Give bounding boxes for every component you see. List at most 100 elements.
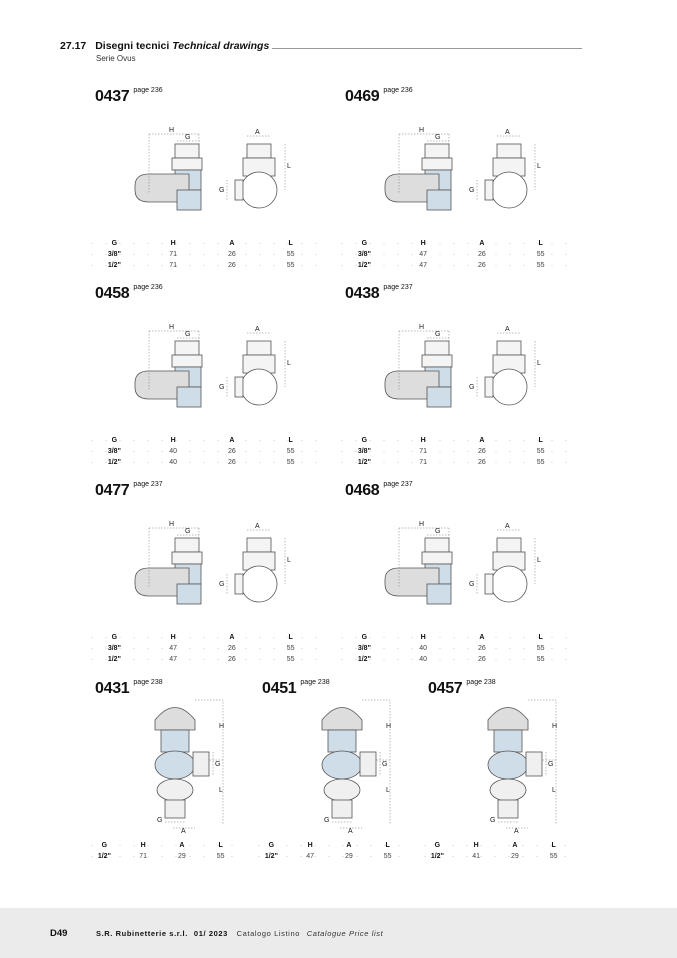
column-header: A <box>346 842 352 849</box>
column-header: A <box>479 634 485 641</box>
table-cell: 71 <box>169 251 178 258</box>
product-code: 0451 <box>262 680 297 697</box>
dimension-label-l: L <box>537 163 541 170</box>
dimension-label-g: G <box>219 384 224 391</box>
dimension-label-l: L <box>537 557 541 564</box>
footer-band <box>0 908 677 958</box>
page-reference[interactable]: page 236 <box>133 284 163 291</box>
table-cell: 1/2" <box>97 853 111 860</box>
dimension-label-l: L <box>552 787 556 794</box>
column-header: L <box>288 634 293 641</box>
table-cell: 3/8" <box>107 448 121 455</box>
dimension-label-g: G <box>435 528 440 535</box>
page-reference[interactable]: page 236 <box>383 87 413 94</box>
table-cell: 55 <box>286 262 295 269</box>
dimension-label-a: A <box>255 326 260 333</box>
table-cell: 26 <box>227 645 236 652</box>
table-cell: 55 <box>286 645 295 652</box>
dimension-label-l: L <box>287 557 291 564</box>
page-reference[interactable]: page 238 <box>300 679 330 686</box>
table-cell: 55 <box>286 448 295 455</box>
page-reference[interactable]: page 237 <box>383 284 413 291</box>
dimension-label-a: A <box>348 828 353 835</box>
table-cell: 26 <box>477 656 486 663</box>
column-header: L <box>218 842 223 849</box>
page-reference[interactable]: page 237 <box>133 481 163 488</box>
dimension-label-l: L <box>386 787 390 794</box>
table-cell: 26 <box>227 459 236 466</box>
table-cell: 55 <box>536 656 545 663</box>
dimension-label-g: G <box>185 134 190 141</box>
column-header: H <box>420 437 426 444</box>
table-cell: 41 <box>472 853 481 860</box>
table-cell: 55 <box>549 853 558 860</box>
table-cell: 47 <box>169 656 178 663</box>
product-code: 0458 <box>95 285 130 302</box>
table-cell: 26 <box>477 645 486 652</box>
column-header: A <box>179 842 185 849</box>
page-reference[interactable]: page 237 <box>383 481 413 488</box>
table-cell: 26 <box>477 262 486 269</box>
column-header: H <box>170 240 176 247</box>
table-cell: 26 <box>477 459 486 466</box>
column-header: L <box>538 437 543 444</box>
table-cell: 40 <box>419 656 428 663</box>
column-header: L <box>538 634 543 641</box>
product-code: 0468 <box>345 482 380 499</box>
product-code: 0477 <box>95 482 130 499</box>
dimension-label-l: L <box>287 163 291 170</box>
dimension-label-h: H <box>169 521 174 528</box>
table-cell: 1/2" <box>357 262 371 269</box>
table-cell: 29 <box>510 853 519 860</box>
dimension-label-h: H <box>552 723 557 730</box>
column-header: L <box>288 240 293 247</box>
product-code: 0437 <box>95 88 130 105</box>
page-reference[interactable]: page 236 <box>133 87 163 94</box>
table-cell: 29 <box>344 853 353 860</box>
table-cell: 40 <box>169 459 178 466</box>
column-header: G <box>361 240 368 247</box>
table-cell: 26 <box>227 251 236 258</box>
column-header: L <box>551 842 556 849</box>
page-reference[interactable]: page 238 <box>466 679 496 686</box>
column-header: A <box>479 437 485 444</box>
dimension-label-h: H <box>169 324 174 331</box>
dimension-label-a: A <box>255 129 260 136</box>
table-cell: 1/2" <box>357 459 371 466</box>
table-cell: 47 <box>306 853 315 860</box>
page-reference[interactable]: page 238 <box>133 679 163 686</box>
footer-text: S.R. Rubinetterie s.r.l.01/ 2023 Catalog… <box>96 929 383 938</box>
table-cell: 47 <box>169 645 178 652</box>
table-cell: 55 <box>286 251 295 258</box>
column-header: G <box>361 437 368 444</box>
dimension-label-h: H <box>419 127 424 134</box>
column-header: A <box>512 842 518 849</box>
page-number: D49 <box>50 928 68 939</box>
column-header: G <box>111 634 118 641</box>
column-header: A <box>479 240 485 247</box>
dimension-label-h: H <box>386 723 391 730</box>
dimension-label-a: A <box>505 326 510 333</box>
